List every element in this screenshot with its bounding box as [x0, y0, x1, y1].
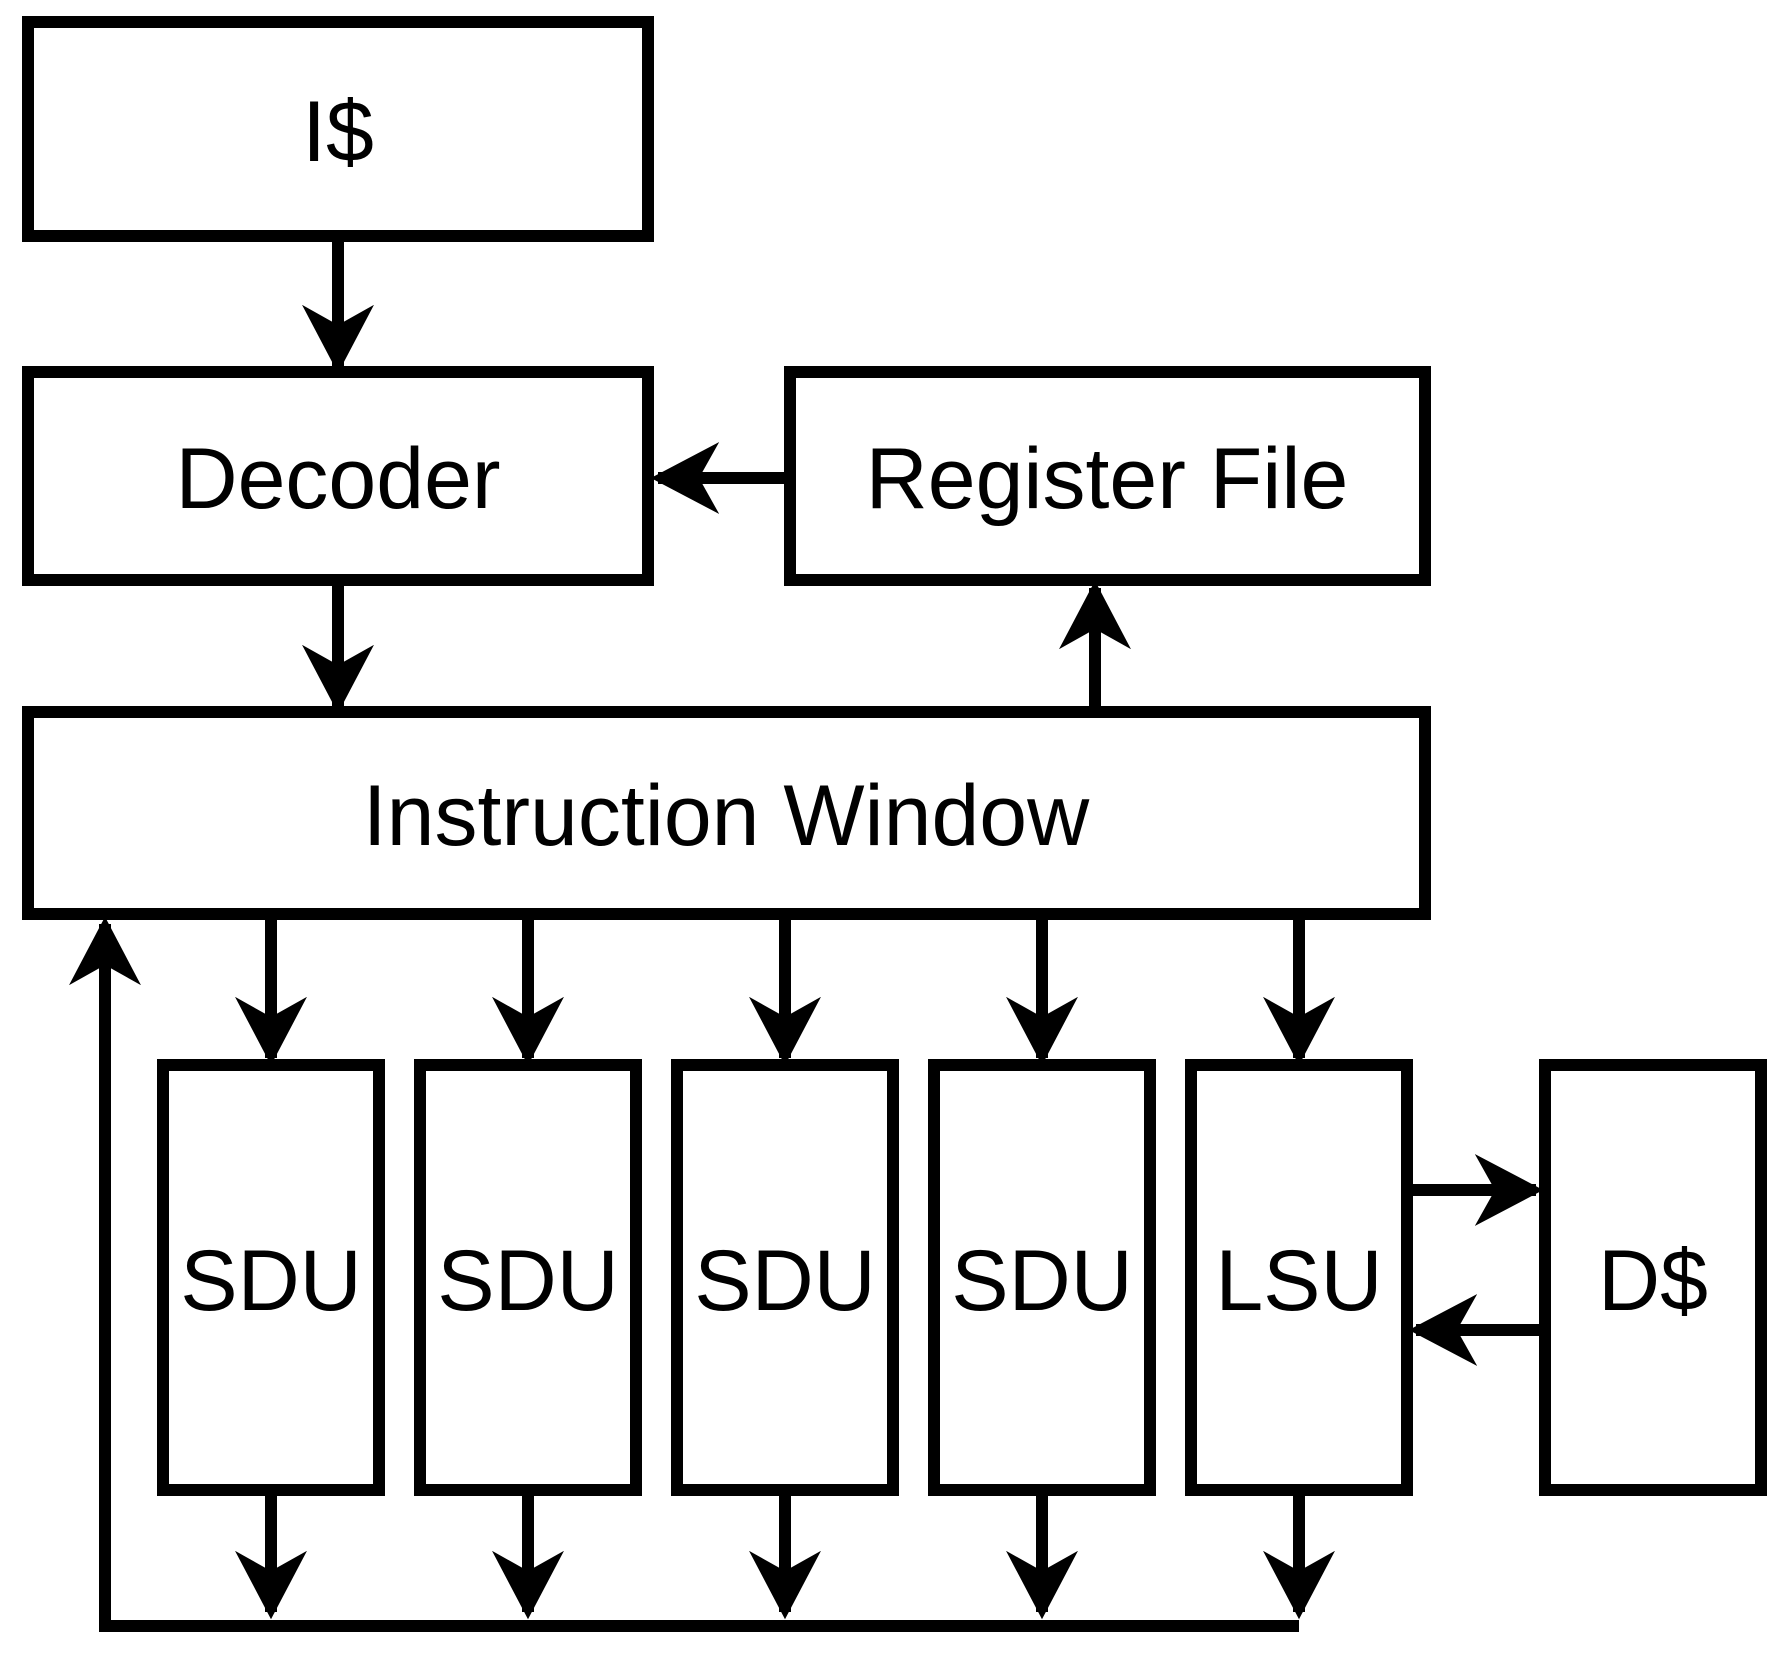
- sdu-2-box: [414, 1059, 642, 1496]
- sdu-1-label: SDU: [180, 1233, 362, 1329]
- dcache-label: D$: [1598, 1233, 1708, 1329]
- decoder-label: Decoder: [175, 431, 500, 527]
- instruction-window-label: Instruction Window: [363, 768, 1090, 864]
- lsu-label: LSU: [1215, 1233, 1382, 1329]
- icache-label: I$: [302, 84, 374, 180]
- register-file-label: Register File: [866, 431, 1349, 527]
- register-file-box: [784, 366, 1431, 586]
- sdu-4-box: [928, 1059, 1156, 1496]
- icache-box: [22, 16, 654, 242]
- dcache-box: [1539, 1059, 1767, 1496]
- sdu-3-label: SDU: [694, 1233, 876, 1329]
- writeback-bus-to-instruction-window-line: [69, 916, 1299, 1632]
- instruction-window-box: [22, 706, 1431, 920]
- sdu-2-label: SDU: [437, 1233, 619, 1329]
- sdu-4-label: SDU: [951, 1233, 1133, 1329]
